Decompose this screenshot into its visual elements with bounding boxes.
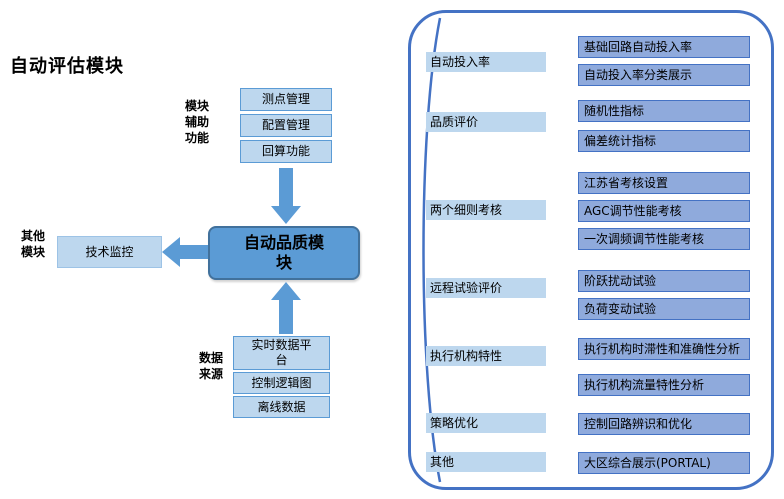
item-jiangsu-assessment-setup: 江苏省考核设置 <box>578 172 750 194</box>
item-deviation-stats-index: 偏差统计指标 <box>578 130 750 152</box>
aux-functions-label: 模块辅助功能 <box>184 99 209 146</box>
item-step-disturbance-test: 阶跃扰动试验 <box>578 270 750 292</box>
category-other: 其他 <box>426 452 546 472</box>
category-strategy-optim: 策略优化 <box>426 413 546 433</box>
category-quality-eval: 品质评价 <box>426 112 546 132</box>
item-agc-performance: AGC调节性能考核 <box>578 200 750 222</box>
page-title: 自动评估模块 <box>10 56 124 77</box>
item-load-change-test: 负荷变动试验 <box>578 298 750 320</box>
center-module-box: 自动品质模块 <box>208 226 360 280</box>
item-randomness-index: 随机性指标 <box>578 100 750 122</box>
item-portal-display: 大区综合展示(PORTAL) <box>578 452 750 474</box>
source-box-control-logic: 控制逻辑图 <box>233 372 330 394</box>
item-actuator-flow-analysis: 执行机构流量特性分析 <box>578 374 750 396</box>
other-module-label: 其他模块 <box>20 229 45 260</box>
source-box-offline-data: 离线数据 <box>233 396 330 418</box>
item-basic-loop-auto-rate: 基础回路自动投入率 <box>578 36 750 58</box>
source-box-realtime-platform: 实时数据平台 <box>233 336 330 370</box>
aux-box-config-management: 配置管理 <box>240 114 332 137</box>
item-auto-rate-class-display: 自动投入率分类展示 <box>578 64 750 86</box>
data-source-label: 数据来源 <box>198 351 223 382</box>
category-actuator-traits: 执行机构特性 <box>426 346 546 366</box>
item-actuator-lag-accuracy: 执行机构时滞性和准确性分析 <box>578 338 750 360</box>
aux-box-point-management: 测点管理 <box>240 88 332 111</box>
category-auto-input-rate: 自动投入率 <box>426 52 546 72</box>
category-remote-test-eval: 远程试验评价 <box>426 278 546 298</box>
item-primary-freq-performance: 一次调频调节性能考核 <box>578 228 750 250</box>
tech-monitor-box: 技术监控 <box>57 236 162 268</box>
item-loop-identify-optimize: 控制回路辨识和优化 <box>578 413 750 435</box>
aux-box-recalc-function: 回算功能 <box>240 140 332 163</box>
category-two-rules: 两个细则考核 <box>426 200 546 220</box>
detail-panel <box>408 10 774 490</box>
